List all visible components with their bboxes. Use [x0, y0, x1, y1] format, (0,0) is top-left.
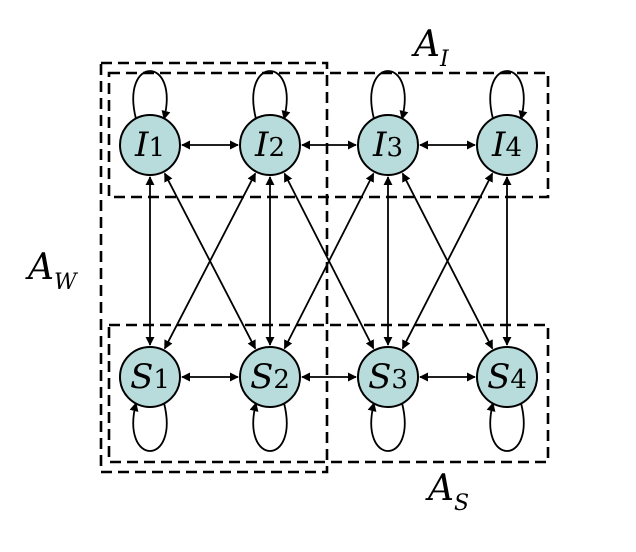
self-loop-i2 [252, 70, 291, 120]
node-s1-circle [119, 346, 181, 408]
group-label-aw: AW [25, 247, 79, 295]
edge-i3-s2 [283, 172, 375, 350]
node-s3-sub: 3 [391, 365, 408, 395]
node-s4-label: S4 [487, 357, 527, 397]
node-i1-circle [119, 114, 181, 176]
self-loop-s4 [486, 402, 525, 452]
group-label-aw-sub: W [54, 270, 79, 295]
node-i1-sub: 1 [148, 133, 165, 163]
node-s2-circle [239, 346, 301, 408]
node-s1-label: S1 [130, 357, 170, 397]
node-i4-circle [476, 114, 538, 176]
node-i4-main: I [491, 125, 506, 165]
node-i1-label: I1 [134, 125, 165, 165]
self-loop-i4 [489, 70, 528, 120]
node-s4: S4 [476, 346, 538, 408]
node-s3-circle [357, 346, 419, 408]
self-loop-i3 [370, 70, 409, 120]
group-label-aw-main: A [25, 247, 54, 288]
self-loop-s1 [129, 402, 168, 452]
node-s2-sub: 2 [273, 365, 290, 395]
node-i3-main: I [372, 125, 387, 165]
node-i3-sub: 3 [386, 133, 403, 163]
node-s3-main: S [368, 357, 391, 397]
node-s2-label: S2 [250, 357, 290, 397]
node-i3: I3 [357, 114, 419, 176]
edge-i2-s1 [163, 172, 257, 350]
node-i4-sub: 4 [505, 133, 522, 163]
edges-layer [145, 140, 512, 382]
node-i3-label: I3 [372, 125, 403, 165]
node-s3-label: S3 [368, 357, 408, 397]
node-i1-main: I [134, 125, 149, 165]
edge-i4-s3 [401, 172, 494, 350]
self-loops-layer [129, 70, 528, 452]
node-s4-circle [476, 346, 538, 408]
node-i4-label: I4 [491, 125, 522, 165]
self-loop-s3 [367, 402, 406, 452]
node-s2-main: S [250, 357, 273, 397]
node-i2-main: I [254, 125, 269, 165]
node-s1-sub: 1 [153, 365, 170, 395]
node-i4: I4 [476, 114, 538, 176]
group-label-as: AS [425, 468, 469, 516]
node-s1-main: S [130, 357, 153, 397]
node-i2-sub: 2 [268, 133, 285, 163]
self-loop-s2 [249, 402, 288, 452]
node-s4-sub: 4 [510, 365, 527, 395]
group-label-ai-sub: I [439, 47, 450, 72]
node-s3: S3 [357, 346, 419, 408]
node-s1: S1 [119, 346, 181, 408]
node-i2: I2 [239, 114, 301, 176]
group-label-ai: AI [411, 24, 450, 72]
node-s2: S2 [239, 346, 301, 408]
group-label-as-sub: S [454, 491, 469, 516]
self-loop-i1 [132, 70, 171, 120]
group-label-as-main: A [425, 468, 454, 509]
node-i2-circle [239, 114, 301, 176]
node-i2-label: I2 [254, 125, 285, 165]
node-i1: I1 [119, 114, 181, 176]
node-i3-circle [357, 114, 419, 176]
node-s4-main: S [487, 357, 510, 397]
group-label-ai-main: A [411, 24, 440, 65]
